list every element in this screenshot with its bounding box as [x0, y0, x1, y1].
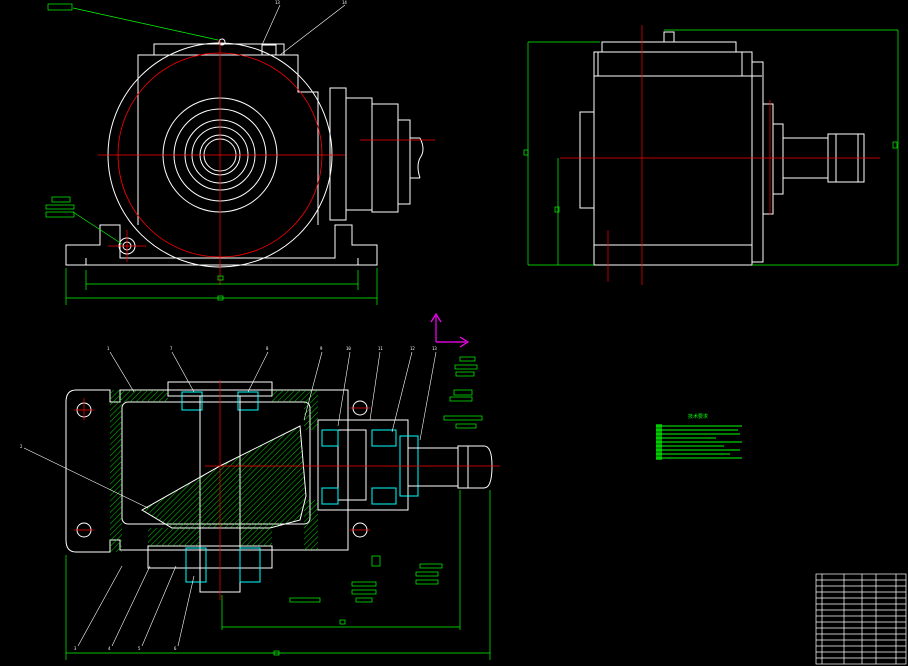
front-base-plate: [65, 224, 378, 266]
section-part-1: 1: [107, 346, 110, 351]
section-bevel-gear: [141, 425, 307, 529]
section-part-11: 11: [378, 346, 383, 351]
section-part-3: 3: [74, 646, 77, 651]
section-part-9: 9: [320, 346, 323, 351]
front-view: [45, 3, 435, 305]
section-part-13: 13: [432, 346, 437, 351]
front-housing-outline: [137, 54, 319, 225]
side-housing-body: [593, 51, 753, 266]
section-part-8: 8: [266, 346, 269, 351]
section-part-10: 10: [346, 346, 351, 351]
technical-requirements-notes: [656, 424, 742, 460]
section-part-6: 6: [174, 646, 177, 651]
section-part-2: 2: [20, 444, 23, 449]
technical-requirements-title: 技术要求: [688, 413, 708, 420]
section-output-shaft: [407, 447, 459, 487]
section-view: [23, 351, 500, 660]
front-label-14: 14: [342, 0, 347, 5]
side-view: [523, 25, 899, 285]
front-label-13: 13: [275, 0, 280, 5]
section-flange-plate: [65, 389, 349, 553]
section-part-4: 4: [108, 646, 111, 651]
section-part-5: 5: [138, 646, 141, 651]
section-part-7: 7: [170, 346, 173, 351]
section-part-12: 12: [410, 346, 415, 351]
ucs-axis-icon: [430, 312, 470, 348]
title-block-table: [815, 573, 907, 665]
